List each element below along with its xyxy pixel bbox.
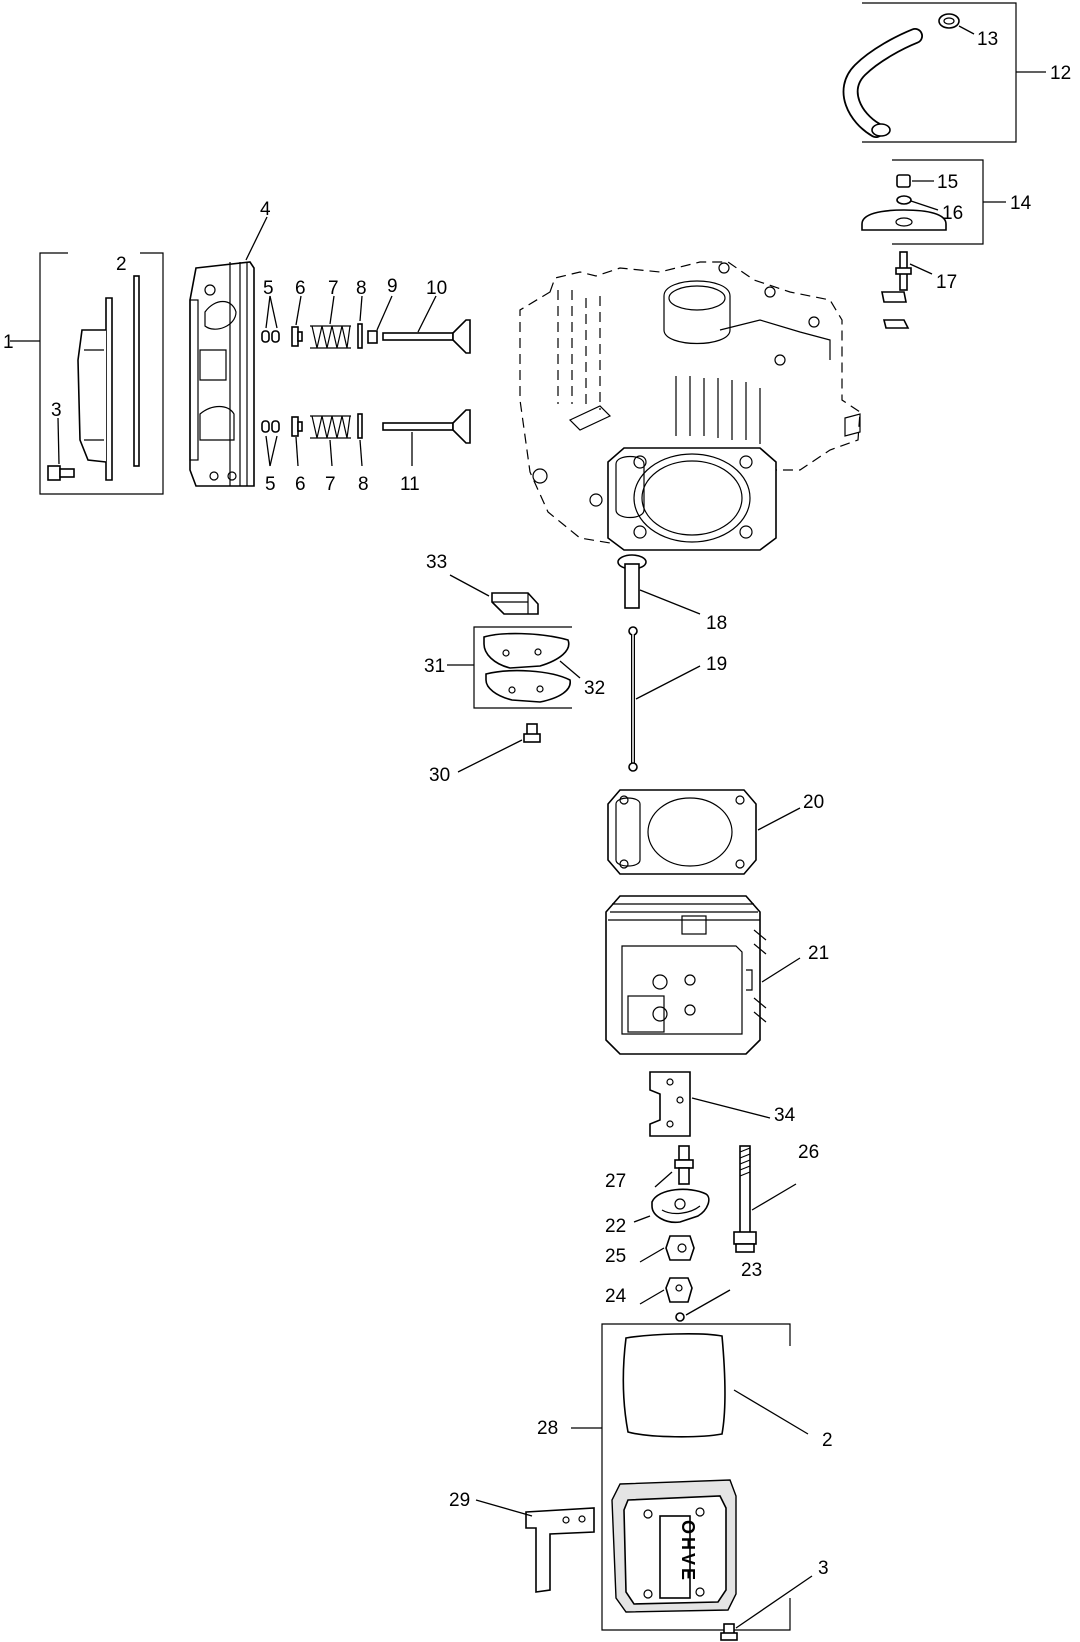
- callout-14: 14: [1010, 193, 1032, 214]
- callout-5b: 5: [265, 474, 276, 495]
- callout-5: 5: [263, 278, 274, 299]
- breather-filter-part: [881, 291, 910, 329]
- callout-21: 21: [808, 943, 829, 964]
- callout-25: 25: [605, 1246, 626, 1267]
- lifting-bracket-part: [475, 1499, 595, 1593]
- group-12-bracket: [862, 2, 1046, 143]
- callout-32: 32: [584, 678, 605, 699]
- callout-1: 1: [3, 332, 14, 353]
- head-gasket-part: [607, 789, 801, 875]
- group-31-bracket: [447, 626, 572, 709]
- valve-cover-side-part: [77, 297, 113, 481]
- group-14-bracket: [892, 159, 1006, 245]
- baffle-lower-part: [485, 669, 571, 703]
- valve-seal-upper: [357, 295, 363, 349]
- cylinder-head-part: [605, 895, 801, 1055]
- callout-4: 4: [260, 199, 271, 220]
- leader-5: [265, 295, 278, 467]
- callout-29: 29: [449, 1490, 470, 1511]
- callout-27: 27: [605, 1171, 626, 1192]
- callout-6b: 6: [295, 474, 306, 495]
- callout-34: 34: [774, 1105, 796, 1126]
- tappet-part: [617, 554, 701, 615]
- cover-logo-text: OHVE: [678, 1520, 698, 1583]
- callout-10: 10: [426, 278, 447, 299]
- rocker-stud-part: [654, 1145, 694, 1188]
- callout-7: 7: [328, 278, 339, 299]
- hose-clamp-part: [938, 13, 975, 35]
- cover-gasket-part: [622, 1333, 809, 1438]
- valve-keepers-upper: [261, 330, 280, 343]
- seal-washer-part: [896, 195, 939, 211]
- callout-11: 11: [400, 474, 420, 495]
- spring-retainer-lower: [291, 416, 303, 467]
- valve-spring-upper: [310, 295, 351, 349]
- callout-31: 31: [424, 656, 445, 677]
- breather-hose-part: [842, 28, 923, 138]
- group-1-bracket: [10, 252, 164, 495]
- baffle-upper-part: [483, 632, 581, 679]
- callout-2b: 2: [822, 1430, 833, 1451]
- valve-cap-part: [367, 295, 393, 344]
- callout-17: 17: [936, 272, 957, 293]
- pivot-part: [639, 1235, 695, 1263]
- callout-28: 28: [537, 1418, 558, 1439]
- callout-23: 23: [741, 1260, 762, 1281]
- callout-8b: 8: [358, 474, 369, 495]
- callout-20: 20: [803, 792, 824, 813]
- callout-3: 3: [51, 400, 62, 421]
- valve-keepers-lower: [261, 420, 280, 433]
- callout-15: 15: [937, 172, 958, 193]
- valve-cover-part: OHVE: [611, 1479, 737, 1613]
- valve-spring-lower: [310, 415, 351, 467]
- group-28-bracket: [571, 1323, 791, 1631]
- cover-bolt-part: [720, 1575, 813, 1641]
- callout-7b: 7: [325, 474, 336, 495]
- callout-3b: 3: [818, 1558, 829, 1579]
- jam-nut-part: [639, 1277, 693, 1305]
- callout-12: 12: [1050, 63, 1071, 84]
- spring-retainer-upper: [291, 295, 303, 347]
- callout-33: 33: [426, 552, 447, 573]
- callout-8: 8: [356, 278, 367, 299]
- head-bolt-part: [733, 1145, 797, 1253]
- valve-seal-lower: [357, 413, 363, 467]
- bolt-part: [47, 417, 75, 481]
- intake-valve-part: [382, 409, 471, 466]
- baffle-spacer-part: [449, 574, 539, 615]
- callout-16: 16: [942, 203, 963, 224]
- nut-part: [896, 174, 934, 188]
- callout-30: 30: [429, 765, 450, 786]
- engine-block: [519, 261, 861, 551]
- callout-19: 19: [706, 654, 727, 675]
- stud-part: [895, 251, 933, 291]
- set-screw-part: [675, 1289, 731, 1322]
- callout-22: 22: [605, 1216, 626, 1237]
- callout-26: 26: [798, 1142, 819, 1163]
- callout-18: 18: [706, 613, 727, 634]
- push-rod-part: [628, 626, 701, 772]
- rocker-arm-part: [633, 1188, 710, 1224]
- gasket-part: [133, 275, 140, 467]
- screw-part: [457, 723, 541, 773]
- callout-24: 24: [605, 1286, 627, 1307]
- callout-labels: 1 2 3 4 5 6 7 8 9 10 5 6 7 8 11 12 13 14…: [3, 29, 1071, 1579]
- guide-plate-part: [649, 1071, 771, 1137]
- callout-2: 2: [116, 254, 127, 275]
- callout-9: 9: [387, 276, 398, 297]
- callout-6: 6: [295, 278, 306, 299]
- breather-cover-part: [861, 209, 947, 231]
- cylinder-head-side-view: [189, 216, 268, 487]
- exhaust-valve-part: [382, 295, 471, 354]
- callout-13: 13: [977, 29, 998, 50]
